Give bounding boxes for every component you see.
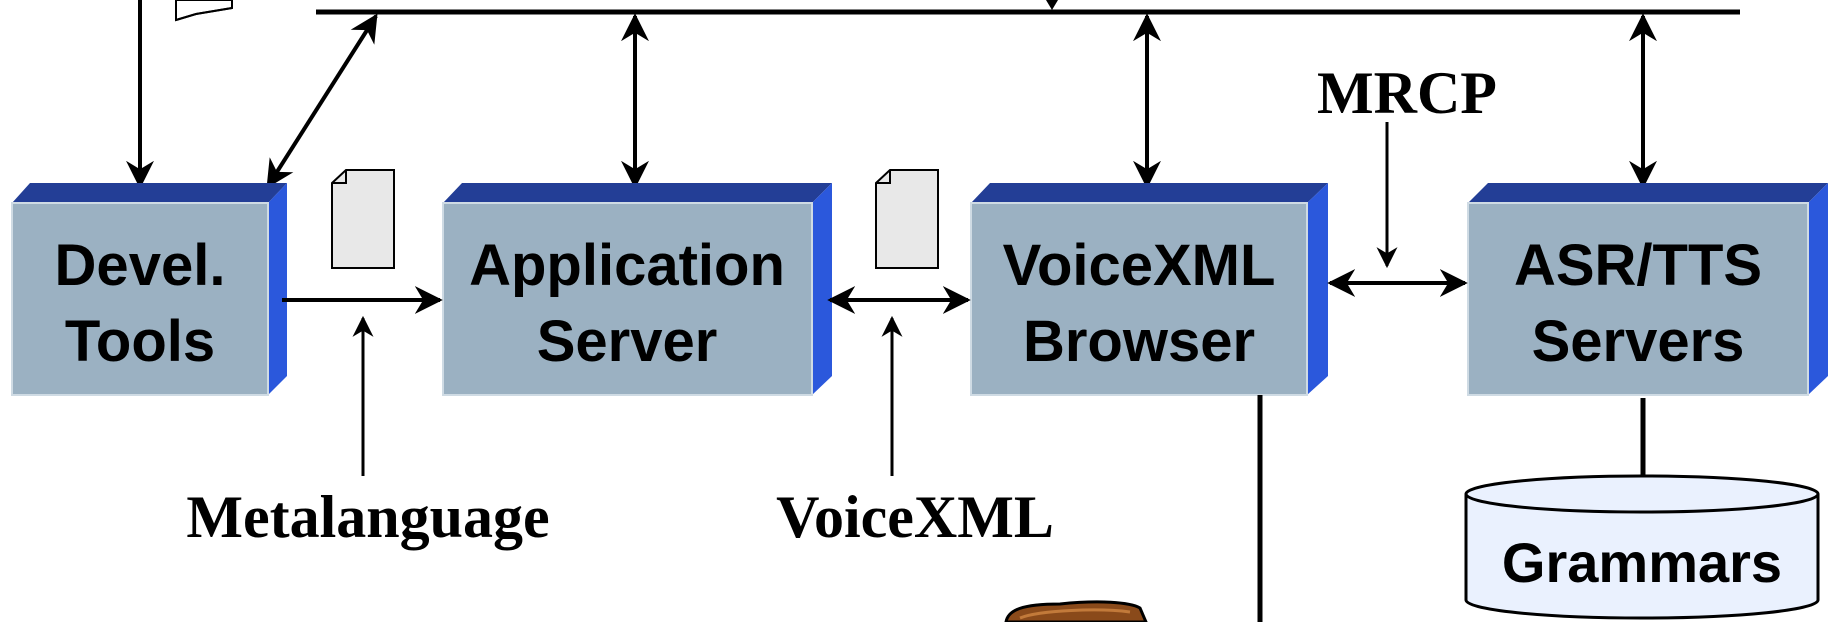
asr-tts-servers-line1: ASR/TTS: [1514, 233, 1762, 298]
telephone-icon: [1004, 600, 1148, 622]
mrcp-label: MRCP: [1317, 60, 1497, 126]
devel-tools-box: Devel. Tools: [11, 183, 287, 396]
document-icon: [331, 169, 395, 269]
voicexml-browser-line2: Browser: [1023, 309, 1255, 374]
asr-tts-servers-line2: Servers: [1532, 309, 1745, 374]
application-server-line1: Application: [469, 233, 785, 298]
bus-arrow-head: [1046, 0, 1058, 10]
grammars-label: Grammars: [1502, 531, 1782, 594]
voicexml-browser-box: VoiceXML Browser: [970, 183, 1328, 396]
connector-bus-devel: [266, 13, 378, 189]
voicexml-label: VoiceXML: [776, 484, 1054, 550]
devel-tools-line1: Devel.: [55, 233, 226, 298]
document-icon: [175, 0, 233, 22]
voicexml-browser-line1: VoiceXML: [1003, 233, 1276, 298]
devel-tools-line2: Tools: [65, 309, 215, 374]
grammars-database: Grammars: [1464, 474, 1820, 620]
document-icon: [875, 169, 939, 269]
application-server-box: Application Server: [442, 183, 832, 396]
metalanguage-label: Metalanguage: [186, 484, 549, 550]
asr-tts-servers-box: ASR/TTS Servers: [1467, 183, 1828, 396]
application-server-line2: Server: [537, 309, 718, 374]
